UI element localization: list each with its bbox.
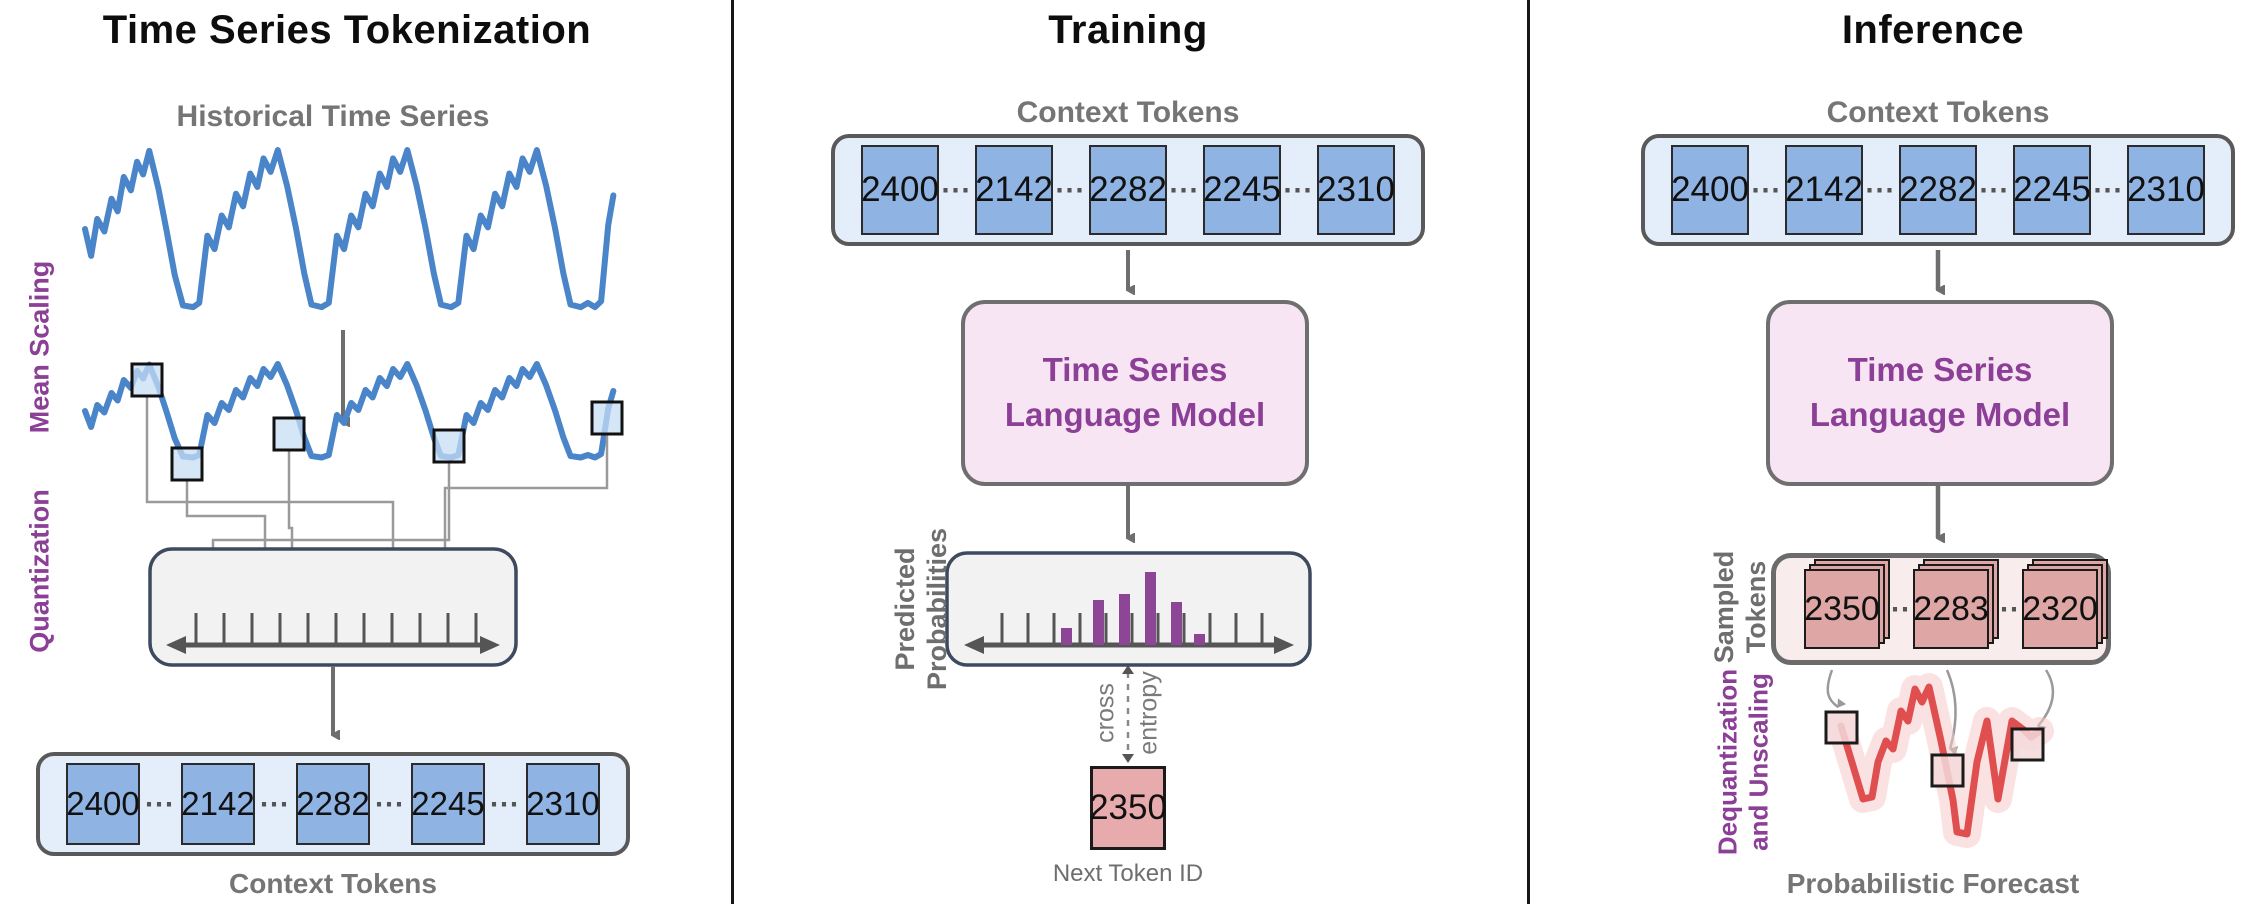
ellipsis: ⋯ — [1864, 173, 1898, 207]
context-tokens-container-2: 2400 ⋯ 2142 ⋯ 2282 ⋯ 2245 ⋯ 2310 — [831, 134, 1425, 246]
historical-series-label: Historical Time Series — [176, 100, 490, 133]
cross-entropy-label-line1: cross — [1091, 683, 1120, 743]
dequantization-unscaling-label: Dequantization and Unscaling — [1712, 668, 1773, 856]
context-token: 2310 — [526, 763, 600, 845]
context-token: 2282 — [1899, 145, 1977, 235]
ellipsis: ⋯ — [1168, 173, 1202, 207]
ellipsis: ⋯ — [940, 173, 974, 207]
ellipsis: ⋯ — [1750, 173, 1784, 207]
ellipsis: ⋯ — [1054, 173, 1088, 207]
context-token: 2245 — [411, 763, 485, 845]
training-graphic — [945, 250, 1312, 763]
context-tokens-label-3: Context Tokens — [1826, 96, 2050, 129]
tokenization-graphic — [0, 130, 624, 752]
context-token: 2400 — [66, 763, 140, 845]
context-tokens-label-1: Context Tokens — [229, 868, 437, 899]
cross-entropy-connector — [1122, 665, 1134, 763]
ellipsis: ⋯ — [144, 787, 177, 821]
panel-title-inference: Inference — [1841, 8, 2025, 52]
ellipsis: ⋯ — [2092, 173, 2126, 207]
probabilistic-forecast-label: Probabilistic Forecast — [1786, 868, 2080, 899]
sampled-tokens-container: 2350 ⋯ 2283 ⋯ 2320 — [1771, 553, 2111, 665]
quantization-box — [148, 547, 518, 667]
scaled-wave — [85, 364, 613, 458]
ellipsis: ⋯ — [259, 787, 292, 821]
next-token-id-label: Next Token ID — [1052, 860, 1204, 887]
context-tokens-label-2: Context Tokens — [1016, 96, 1240, 129]
context-token: 2282 — [1089, 145, 1167, 235]
probability-bars — [1061, 572, 1205, 645]
context-token: 2400 — [861, 145, 939, 235]
context-token: 2282 — [296, 763, 370, 845]
predicted-probabilities-label: Predicted Probabilities — [890, 527, 952, 691]
inference-graphic — [1824, 250, 2055, 848]
sampled-token-stack: 2350 — [1804, 559, 1890, 649]
context-token: 2400 — [1671, 145, 1749, 235]
panel-divider-2 — [1527, 0, 1530, 904]
ellipsis: ⋯ — [489, 787, 522, 821]
quantization-axis — [166, 613, 500, 654]
sampled-tokens-label: Sampled Tokens — [1709, 550, 1771, 664]
panel-title-training: Training — [1048, 8, 1208, 52]
cross-entropy-label-line2: entropy — [1134, 671, 1163, 755]
forecast-point-boxes — [1824, 710, 2045, 788]
sampled-token-stack: 2320 — [2022, 559, 2108, 649]
time-series-language-model-inference: Time Series Language Model — [1766, 300, 2114, 486]
context-token: 2245 — [2013, 145, 2091, 235]
ellipsis: ⋯ — [1978, 173, 2012, 207]
context-token: 2142 — [1785, 145, 1863, 235]
panel-title-tokenization: Time Series Tokenization — [102, 8, 592, 52]
probabilistic-forecast — [1827, 673, 2054, 848]
sampled-token-stack: 2283 — [1913, 559, 1999, 649]
context-token: 2142 — [181, 763, 255, 845]
context-tokens-container-1: 2400 ⋯ 2142 ⋯ 2282 ⋯ 2245 ⋯ 2310 — [36, 752, 630, 856]
context-token: 2245 — [1203, 145, 1281, 235]
highlight-boxes — [130, 362, 624, 482]
context-token: 2310 — [1317, 145, 1395, 235]
context-tokens-container-3: 2400 ⋯ 2142 ⋯ 2282 ⋯ 2245 ⋯ 2310 — [1641, 134, 2235, 246]
ellipsis: ⋯ — [1282, 173, 1316, 207]
panel-divider-1 — [731, 0, 734, 904]
time-series-language-model-training: Time Series Language Model — [961, 300, 1309, 486]
next-token-box: 2350 — [1089, 766, 1167, 850]
ellipsis: ⋯ — [374, 787, 407, 821]
context-token: 2142 — [975, 145, 1053, 235]
historical-wave — [85, 150, 613, 307]
context-token: 2310 — [2127, 145, 2205, 235]
